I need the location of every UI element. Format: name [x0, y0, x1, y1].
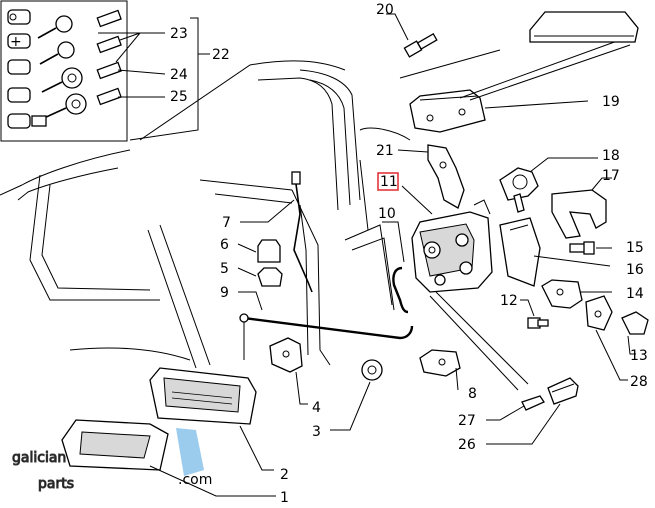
part-bracket-21 [397, 144, 465, 209]
callout-18: 18 [602, 148, 620, 164]
callout-7: 7 [222, 215, 231, 231]
part-lock-body-11 [401, 185, 493, 293]
part-latch-14 [541, 279, 612, 309]
callout-17: 17 [602, 168, 620, 184]
part-clip-13 [621, 311, 649, 355]
part-screw-15 [569, 241, 612, 255]
part-knob-3 [330, 359, 383, 431]
part-rod-10 [382, 221, 409, 314]
part-screw-12 [520, 299, 549, 329]
callout-14: 14 [626, 286, 644, 302]
callout-12: 12 [500, 293, 518, 309]
lock-cylinder-row-4 [7, 87, 122, 119]
part-top-cover [529, 11, 639, 43]
callout-26: 26 [458, 437, 476, 453]
part-striker-19 [399, 39, 631, 133]
key-lock-set-box: + [0, 0, 210, 142]
callout-16: 16 [626, 262, 644, 278]
part-inner-handle-2 [149, 367, 274, 471]
part-plate-28 [585, 295, 628, 381]
part-u-bracket-17 [551, 177, 612, 239]
watermark-line1: galician [12, 450, 66, 466]
callout-11: 11 [380, 174, 398, 190]
lock-cylinder-row-1 [7, 9, 122, 39]
callout-2: 2 [280, 467, 289, 483]
callout-25: 25 [170, 89, 188, 105]
watermark-suffix: .com [178, 472, 212, 488]
callout-27: 27 [458, 413, 476, 429]
part-grommet-5 [237, 267, 283, 287]
callout-21: 21 [376, 143, 394, 159]
callout-5: 5 [220, 261, 229, 277]
part-button-6 [237, 239, 281, 263]
part-actuator-18 [499, 157, 598, 213]
part-bolt-20 [386, 13, 438, 58]
callout-13: 13 [630, 348, 648, 364]
part-pin-27 [486, 395, 545, 421]
watermark-line2: parts [38, 476, 74, 492]
callout-19: 19 [602, 94, 620, 110]
part-rod-9 [238, 291, 414, 360]
door-frame-outline [0, 60, 411, 369]
part-catch-8 [419, 349, 461, 391]
part-connector-26 [429, 291, 579, 445]
callout-20: 20 [376, 2, 394, 18]
callout-1: 1 [280, 490, 289, 506]
part-handle-bracket-4 [269, 337, 308, 405]
part-handle-bezel-1 [61, 419, 276, 497]
callout-6: 6 [220, 237, 229, 253]
svg-text:+: + [10, 34, 22, 50]
callout-28: 28 [630, 374, 648, 390]
callout-15: 15 [626, 240, 644, 256]
watermark-accent [176, 428, 204, 476]
callout-4: 4 [312, 400, 321, 416]
part-rod-7 [240, 171, 313, 293]
callout-9: 9 [220, 285, 229, 301]
callout-10: 10 [378, 206, 396, 222]
lock-cylinder-row-2: + [7, 33, 122, 65]
callout-labels: 20 23 22 24 25 19 21 18 17 11 10 7 15 6 … [170, 2, 648, 506]
callout-22: 22 [212, 47, 230, 63]
lock-cylinder-row-3 [7, 59, 122, 93]
lock-cylinder-row-5 [7, 113, 47, 129]
callout-23: 23 [170, 26, 188, 42]
callout-11-highlight-box [377, 172, 399, 191]
callout-8: 8 [468, 386, 477, 402]
callout-24: 24 [170, 67, 188, 83]
part-panel-16 [499, 217, 611, 287]
watermark-logo: galician parts .com [12, 428, 212, 493]
callout-3: 3 [312, 424, 321, 440]
